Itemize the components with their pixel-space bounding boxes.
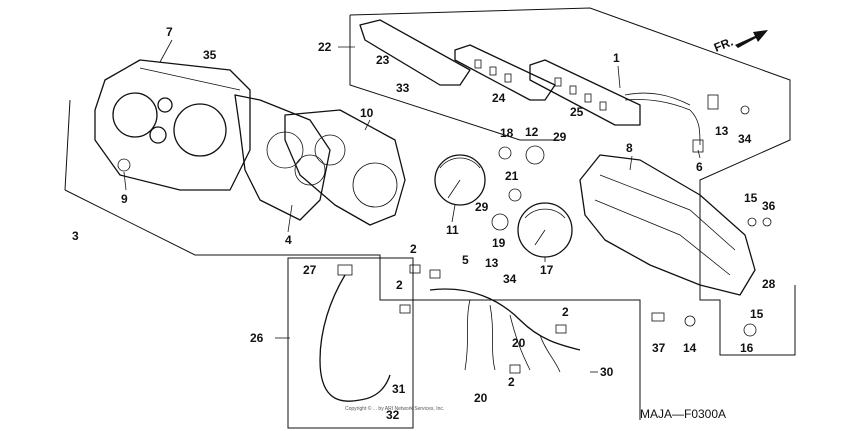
label-32: 32 (386, 408, 400, 422)
label-2c: 2 (562, 305, 569, 319)
label-16: 16 (740, 341, 754, 355)
front-direction-arrow: FR. (712, 30, 768, 55)
speedometer-cable (319, 264, 391, 402)
label-13b: 13 (485, 256, 499, 270)
main-wire-harness (399, 264, 581, 374)
label-34a: 34 (738, 132, 752, 146)
label-20b: 20 (474, 391, 488, 405)
indicator-panels (359, 19, 641, 126)
label-31: 31 (392, 382, 406, 396)
speedometer-gauge (434, 154, 486, 206)
leader-lines (123, 39, 701, 373)
label-10: 10 (360, 106, 374, 120)
indicator-harness (624, 92, 719, 153)
meter-housing (579, 154, 756, 296)
label-26: 26 (250, 331, 264, 345)
label-6: 6 (696, 160, 703, 174)
label-13a: 13 (715, 124, 729, 138)
label-15a: 15 (744, 191, 758, 205)
meter-panel (234, 94, 331, 221)
label-1: 1 (613, 51, 620, 65)
label-28: 28 (762, 277, 776, 291)
label-24: 24 (492, 91, 506, 105)
label-7: 7 (166, 25, 173, 39)
label-33: 33 (396, 81, 410, 95)
label-15b: 15 (750, 307, 764, 321)
diagram-code: MAJA—F0300A (640, 407, 726, 421)
tachometer-gauge (517, 202, 573, 258)
label-35: 35 (203, 48, 217, 62)
label-5: 5 (462, 253, 469, 267)
label-21: 21 (505, 169, 519, 183)
label-14: 14 (683, 341, 697, 355)
label-9: 9 (121, 192, 128, 206)
label-11: 11 (446, 223, 459, 237)
label-2d: 2 (508, 375, 515, 389)
label-8: 8 (626, 141, 633, 155)
front-arrow-label: FR. (712, 35, 735, 55)
label-25: 25 (570, 105, 584, 119)
label-27: 27 (303, 263, 317, 277)
meter-front-cover (94, 59, 251, 191)
meter-lens (284, 109, 406, 226)
label-2b: 2 (396, 278, 403, 292)
copyright-watermark: Copyright © ... by ARI Network Services,… (345, 405, 444, 412)
label-19: 19 (492, 236, 506, 250)
label-29a: 29 (553, 130, 567, 144)
callout-labels: 1 2 2 2 2 3 4 5 6 7 8 9 10 11 12 13 13 1… (72, 25, 776, 422)
label-3: 3 (72, 229, 79, 243)
label-36: 36 (762, 199, 776, 213)
label-17: 17 (540, 263, 554, 277)
label-29b: 29 (475, 200, 489, 214)
label-23: 23 (376, 53, 390, 67)
label-37: 37 (652, 341, 666, 355)
label-12: 12 (525, 125, 539, 139)
label-34b: 34 (503, 272, 517, 286)
label-18: 18 (500, 126, 514, 140)
assembly-boxes (64, 7, 796, 429)
label-30: 30 (600, 365, 614, 379)
label-2a: 2 (410, 242, 417, 256)
label-22: 22 (318, 40, 332, 54)
small-parts (117, 105, 772, 337)
label-4: 4 (285, 233, 292, 247)
label-20a: 20 (512, 336, 526, 350)
